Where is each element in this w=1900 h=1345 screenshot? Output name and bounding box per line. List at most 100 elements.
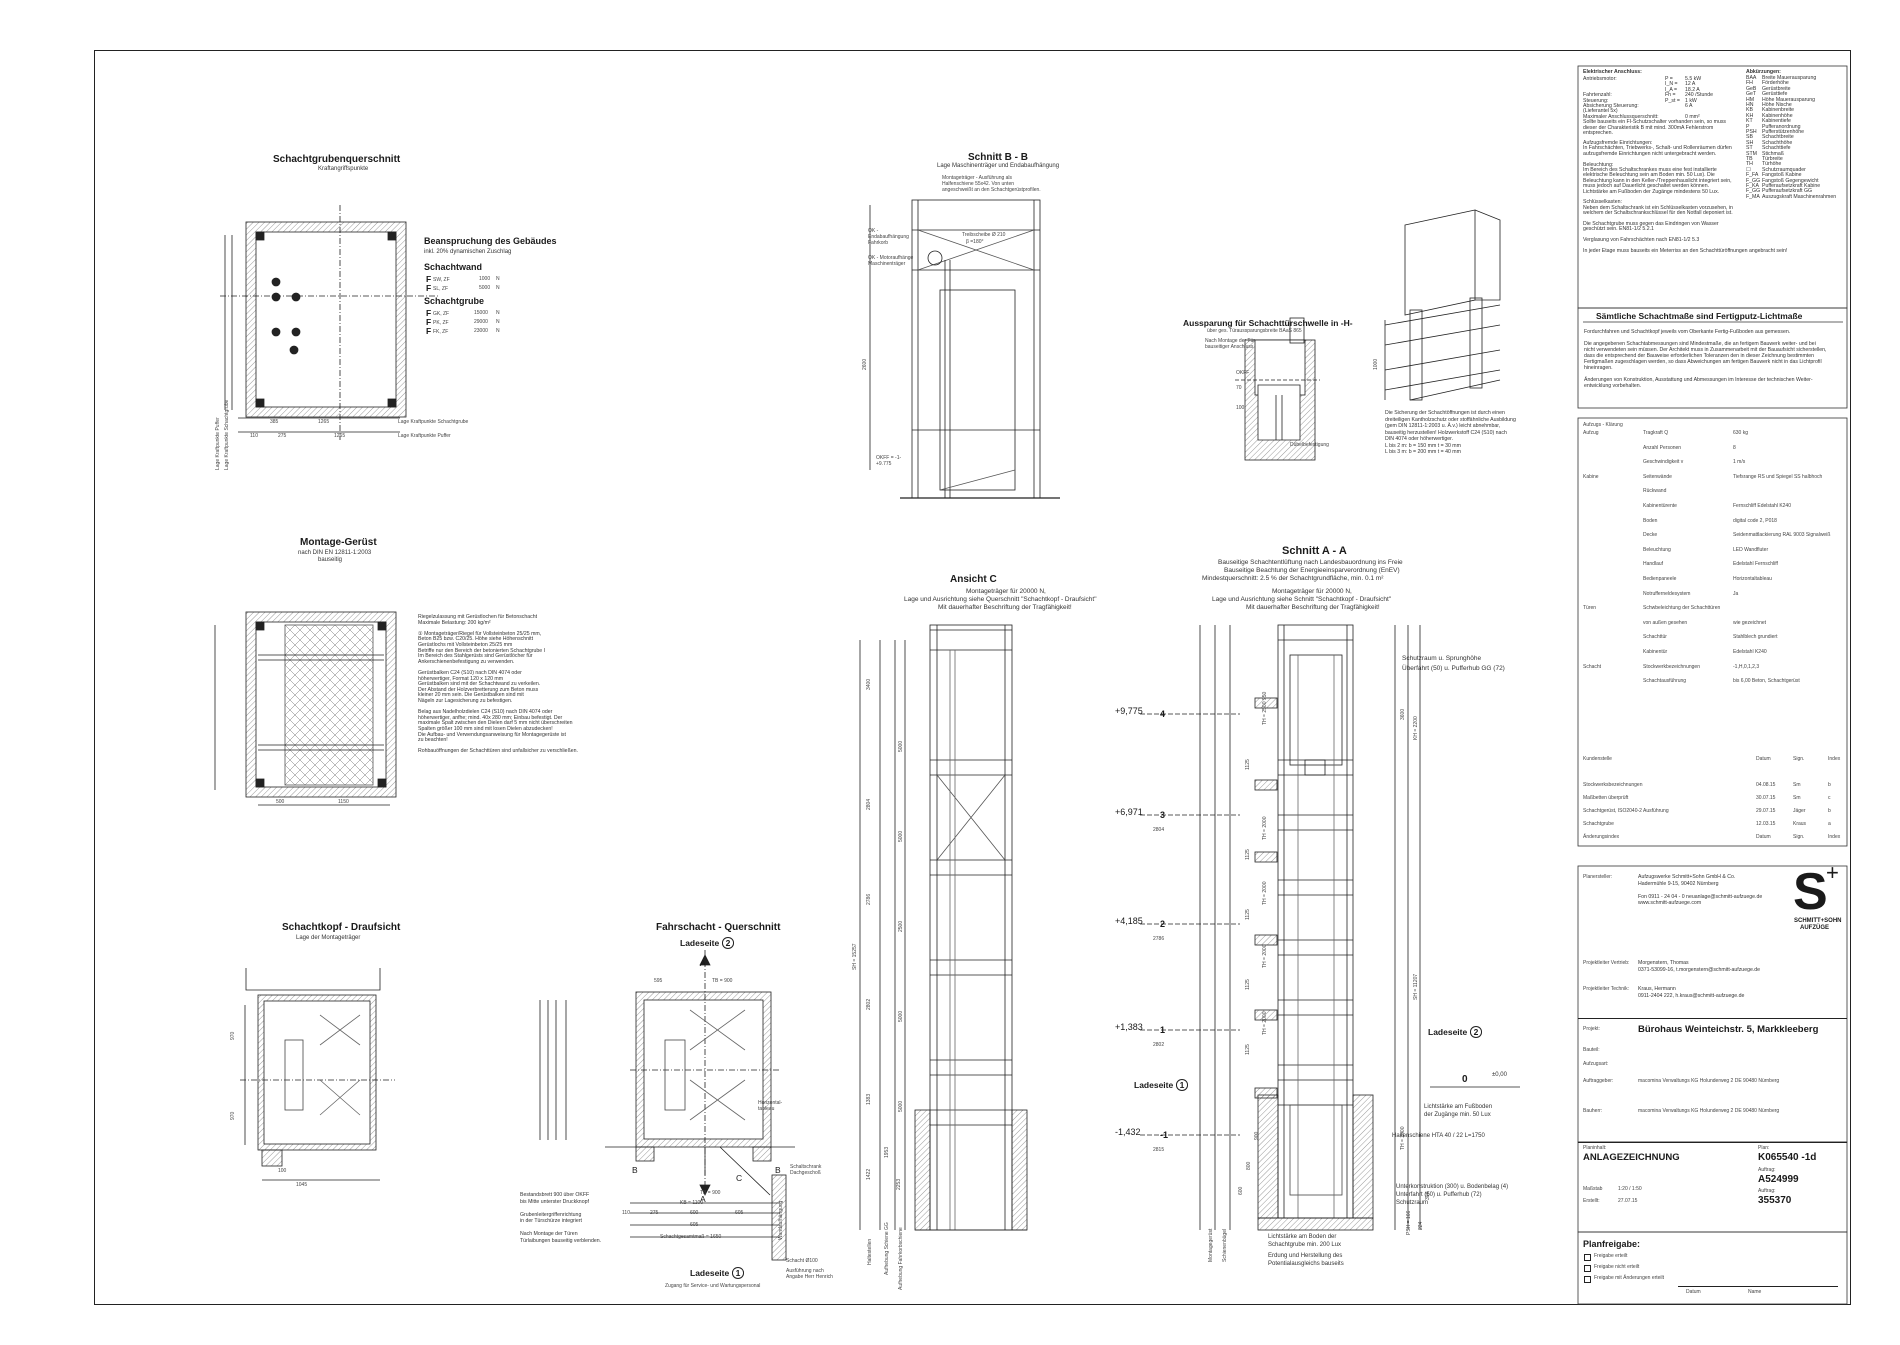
scaffold-note-line: Im Bereich des Stahlgerüsts sind Gerüstl…: [418, 653, 533, 660]
door-height-dim: TH = 2000: [1262, 1011, 1268, 1036]
level-distance: 2786: [1153, 936, 1165, 942]
spec-value: 8: [1733, 444, 1736, 451]
load-subtitle: inkl. 20% dynamischen Zuschlag: [424, 249, 512, 255]
dim-605b: 605: [690, 1222, 699, 1228]
scaffold-plan: [214, 611, 397, 806]
dim-595: 595: [654, 978, 663, 984]
view-c-vertical-3: Aufhebung Fahrkorbschiene: [898, 1227, 904, 1290]
spec-value: wie gezeichnet: [1733, 619, 1767, 626]
aa-vertical-2: Schienenbügel: [1222, 1228, 1228, 1262]
tech-line: Kraus, Hermann: [1638, 986, 1676, 992]
pit-label-2: Lage Kraftpunkte Puffer: [398, 433, 451, 439]
sales-line: Morgenstern, Thomas: [1638, 960, 1689, 966]
aa-dim: 600: [1238, 1186, 1244, 1195]
banner-note-line: Änderungen von Konstruktion, Ausstattung…: [1584, 377, 1813, 383]
tb-client-label: Auftraggeber:: [1583, 1078, 1614, 1084]
company-logo-text-2: AUFZÜGE: [1800, 925, 1829, 931]
elec-note: In Fahrschächten, Triebwerks-, Schalt- u…: [1583, 145, 1732, 152]
aa-dim: 1125: [1245, 909, 1251, 920]
aa-light-1: Lichtstärke am Fußboden: [1424, 1104, 1493, 1110]
elec-note: Schlüsselkasten:: [1583, 199, 1622, 206]
tb-planner-label: Planersteller:: [1583, 874, 1613, 880]
load-value: 5000: [479, 285, 491, 291]
elec-note: Neben dem Schaltschrank ist ein Schlüsse…: [1583, 204, 1733, 211]
aa-right-dim: PSH = 166: [1406, 1210, 1412, 1235]
aa-right-dim: 3600: [1400, 708, 1406, 720]
door-guard-sketch: [1384, 209, 1501, 401]
dim-shaft-total: Schachtgesamtmaß = 1650: [660, 1234, 722, 1240]
tb-order-label: Auftrag:: [1758, 1167, 1776, 1173]
rev-head: Sign.: [1793, 756, 1805, 762]
aa-loading-side-1: Ladeseite 1: [1134, 1079, 1189, 1091]
dim-605: 605: [735, 1210, 744, 1216]
wall-suspension-label: Wandaufhängung: [778, 1200, 784, 1240]
spec-key: von außen gesehen: [1643, 619, 1688, 626]
load-symbol: F: [426, 326, 432, 336]
aa-right-dim: KH = 2200: [1413, 716, 1419, 740]
abbr-key: HN: [1746, 102, 1754, 108]
aa-zero-height: ±0,00: [1492, 1072, 1507, 1078]
scaffold-note-line: Gerüstbalken C24 (S10) nach DIN 4074 ode…: [418, 670, 522, 676]
elec-symbol: P_st =: [1665, 97, 1680, 104]
abbr-value: Schutzraumquader: [1762, 166, 1806, 173]
spec-key: Rückwand: [1643, 488, 1667, 495]
tableau-label: Horizontal-tableau: [758, 1100, 783, 1112]
release-option: Freigabe nicht erteilt: [1594, 1264, 1640, 1270]
load-unit: N: [496, 310, 500, 316]
view-c-dim: 1422: [866, 1168, 872, 1180]
elec-label: Fahrtenzahl:: [1583, 92, 1612, 99]
shaft-head-dim-1045: 1045: [296, 1182, 308, 1188]
elec-note: muss jedoch auf Dauerlicht geschaltet we…: [1583, 183, 1710, 190]
section-bb-okff: OKFF = -1-+9.775: [876, 455, 902, 467]
release-checkbox[interactable]: [1584, 1276, 1591, 1283]
door-guard-note-line: dreiteiligen Kantholzschutz oder stoffäh…: [1385, 416, 1516, 423]
elec-note: Aufzugsfremde Einrichtungen:: [1583, 140, 1653, 146]
tb-owner: macomina Verwaltungs KG Holunderweg 2 DE…: [1638, 1108, 1780, 1114]
abbr-key: ST: [1746, 145, 1753, 152]
rev-sign: Kraus: [1793, 821, 1807, 827]
load-value: 23000: [474, 328, 488, 334]
spec-value: bis 6,00 Beton, Schachtgerüst: [1733, 678, 1800, 685]
elec-value: 18.2 A: [1685, 86, 1700, 93]
shaft-note-line: Türlaibungen bauseitig verblenden.: [520, 1237, 602, 1244]
abbr-value: Pufferaufsetzkraft GG: [1762, 188, 1813, 195]
scaffold-note-line: ① Montageträger/Riegel für Vollsteinbeto…: [418, 630, 542, 637]
abbr-value: Stichmaß: [1762, 150, 1784, 157]
scaffold-note-line: Gerüstbalken sind mit der Schachtwand zu…: [418, 681, 541, 688]
section-aa-line-2: Bauseitige Beachtung der Energieeinsparv…: [1224, 567, 1400, 574]
scaffold-note-line: Gerüstlochs mit Vollsteinbeton 25/25 mm: [418, 642, 513, 648]
aa-under-2: Unterfahrt (50) u. Pufferhub (72): [1396, 1192, 1482, 1198]
tb-created: 27.07.15: [1618, 1198, 1638, 1204]
pit-load-title: Schachtgrube: [424, 296, 485, 306]
rev-desc: Maßbetten überprüft: [1583, 795, 1629, 801]
threshold-dim-70: 70: [1236, 385, 1242, 391]
level-number: 3: [1160, 810, 1166, 820]
load-symbol: F: [426, 308, 432, 318]
dim-1265: 1265: [318, 419, 330, 425]
spec-group: Aufzug: [1583, 430, 1599, 436]
view-c-line-2: Lage und Ausrichtung siehe Querschnitt "…: [904, 596, 1097, 603]
level-number: 1: [1160, 1025, 1166, 1035]
scaffold-note-line: höherwertiger, Format 120 x 120 mm: [418, 675, 504, 682]
dowel-label: Dübelbefestigung: [1290, 442, 1329, 448]
tb-date-label: Datum: [1686, 1289, 1701, 1295]
tb-scale: 1:20 / 1:50: [1618, 1186, 1642, 1192]
pit-side-label-1: Lage Kraftpunkte Puffer: [215, 417, 221, 470]
door-guard-note-line: bauseitig herzustellen! Holzwerkstoff C2…: [1385, 429, 1507, 436]
pit-section-subtitle: Kraftangriffspunkte: [318, 166, 369, 172]
rev-index: Index: [1828, 834, 1841, 840]
aa-under-3: Schutzraum: [1396, 1200, 1429, 1206]
elec-note: Beleuchtung kann in den Keller-/Treppenh…: [1583, 177, 1732, 184]
section-aa-line-1: Bauseitige Schachtentlüftung nach Landes…: [1218, 559, 1403, 566]
release-checkbox[interactable]: [1584, 1254, 1591, 1261]
view-c-inner-dim: 5000: [898, 740, 904, 752]
load-title: Beanspruchung des Gebäudes: [424, 236, 557, 246]
aa-dim: 1125: [1245, 979, 1251, 990]
spec-value: Tiefsrange RS und Spiegel SS halbhoch: [1733, 473, 1823, 480]
shaft-dim-100: Schacht Ø100: [786, 1258, 818, 1264]
dim-275b: 275: [650, 1210, 659, 1216]
elec-note: Beleuchtung:: [1583, 161, 1614, 168]
release-checkbox[interactable]: [1584, 1265, 1591, 1272]
abbr-key: KH: [1746, 112, 1754, 119]
aa-right-dim: TH = 2000: [1400, 1126, 1406, 1151]
